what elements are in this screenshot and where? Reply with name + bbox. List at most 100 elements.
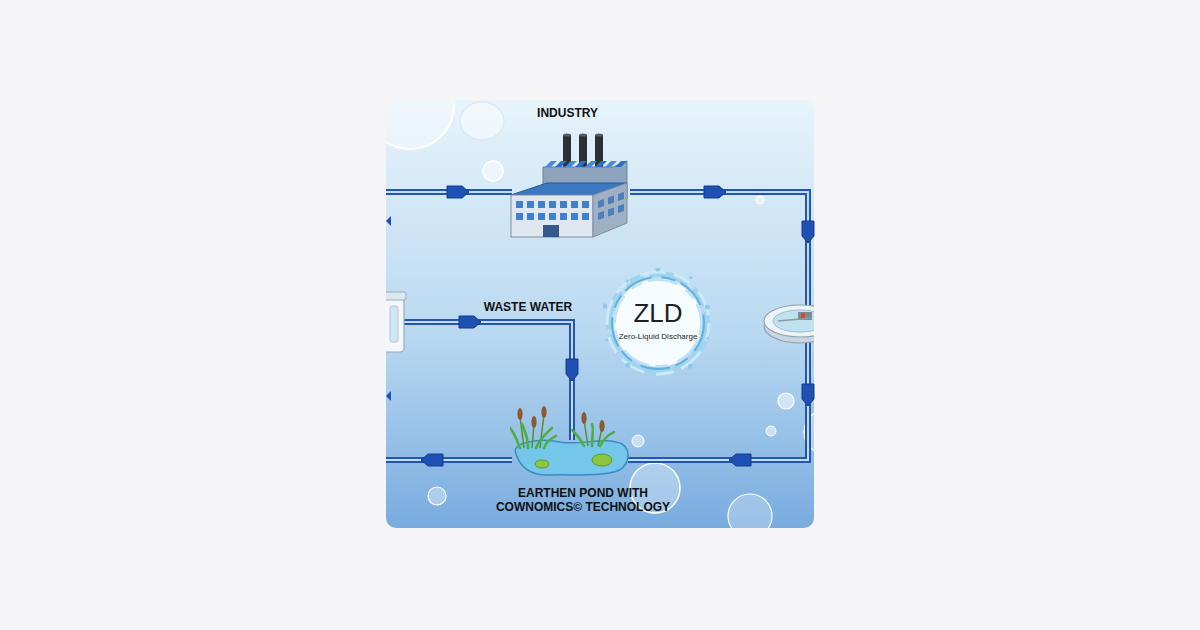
card-background (386, 100, 814, 528)
cattail-stem (540, 414, 544, 448)
chimney-top (563, 133, 571, 136)
factory-front (511, 195, 593, 237)
filter-cartridge (386, 296, 404, 352)
splash-droplet (657, 377, 660, 378)
window (582, 201, 589, 208)
roof-stripe (575, 161, 587, 167)
cattail-head (541, 406, 546, 418)
window (582, 213, 589, 220)
flow-arrow-stub (386, 216, 391, 226)
cattail-head (531, 416, 536, 428)
window (538, 213, 545, 220)
flow-arrow (802, 384, 814, 406)
splash-droplet (625, 363, 630, 368)
flow-arrow (729, 454, 751, 466)
window (549, 213, 556, 220)
reed-leaf (591, 424, 594, 446)
filter-core (390, 306, 398, 342)
chimney-top (595, 133, 603, 136)
window (598, 199, 604, 208)
cattail-head (517, 408, 522, 420)
splash-droplet (705, 304, 710, 309)
bubble (386, 100, 454, 149)
clarifier-bridge (778, 318, 812, 321)
window (571, 213, 578, 220)
splash-droplet (626, 280, 629, 283)
splash-droplet (689, 276, 692, 279)
flow-arrow (704, 186, 726, 198)
window (618, 204, 624, 213)
clarifier-water (773, 310, 814, 332)
pond-illustration (510, 402, 630, 480)
bubble (778, 393, 794, 409)
industry-node: INDUSTRY (505, 103, 630, 243)
cattail-head (581, 412, 586, 424)
bubble (483, 161, 503, 181)
chimney-top (579, 133, 587, 136)
cattail-stem (520, 416, 524, 448)
flow-arrow-stub (386, 391, 391, 401)
flow-arrow (802, 221, 814, 243)
node-title: INDUSTRY (505, 106, 630, 120)
roof-stripe (565, 161, 577, 167)
roof-stripe (585, 161, 597, 167)
bubble (728, 494, 772, 528)
reed-leaf (522, 424, 528, 448)
reed-leaf (510, 428, 520, 448)
roof-stripe (555, 161, 567, 167)
window (516, 201, 523, 208)
window (538, 201, 545, 208)
window (618, 192, 624, 201)
card-content (386, 100, 814, 528)
filter-cap (386, 292, 406, 300)
zld-node: ZLD Zero-Liquid Discharge (603, 268, 713, 378)
window (527, 201, 534, 208)
flow-arrow (566, 359, 578, 381)
bubble (428, 487, 446, 505)
splash-droplet (603, 304, 607, 309)
bubble (632, 435, 644, 447)
window (560, 201, 567, 208)
lily-pad (592, 454, 612, 466)
node-title: EARTHEN POND WITH COWNOMICS© TECHNOLOGY (475, 486, 691, 514)
window (598, 211, 604, 220)
node-title: ZLD (603, 298, 713, 329)
pipe-core (402, 322, 572, 440)
splash-droplet (688, 364, 693, 369)
reed-leaf (544, 436, 556, 448)
roof-stripe (605, 161, 617, 167)
window (527, 213, 534, 220)
reed-leaf (600, 432, 614, 446)
factory-side (593, 183, 627, 237)
flow-arrow (459, 316, 481, 328)
splash-droplet (605, 339, 608, 342)
bubble (460, 102, 504, 140)
pipe (402, 322, 572, 440)
window (608, 208, 614, 217)
bubble (766, 426, 776, 436)
clarifier-drive (801, 313, 805, 318)
roof-stripe (595, 161, 607, 167)
flow-arrow (447, 186, 469, 198)
pipe (386, 457, 512, 463)
roof-stripe (615, 161, 627, 167)
clarifier-rim (764, 305, 814, 337)
clarifier-tank (764, 305, 814, 343)
roof-stripe (545, 161, 557, 167)
pipe-label: WASTE WATER (470, 300, 586, 314)
window (608, 196, 614, 205)
factory-door (543, 225, 559, 237)
window (549, 201, 556, 208)
cattail-head (599, 420, 604, 432)
splash-droplet (655, 268, 660, 272)
window (560, 213, 567, 220)
splash-droplet (706, 337, 709, 340)
cattail-stem (584, 420, 588, 446)
node-subtitle: Zero-Liquid Discharge (603, 332, 713, 341)
lily-pad (535, 460, 549, 468)
factory-icon (505, 133, 630, 243)
